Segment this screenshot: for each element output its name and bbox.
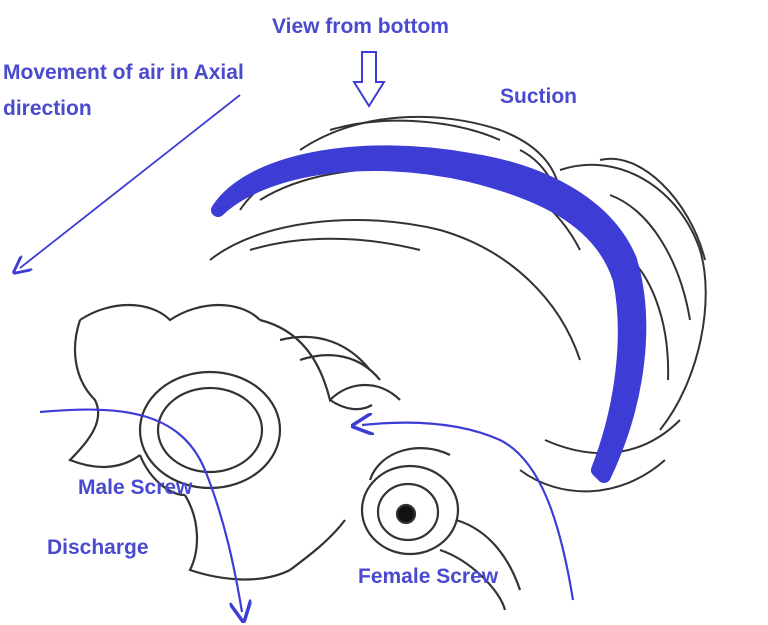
suction-lobe-highlight — [211, 145, 647, 483]
discharge-flow-arrow — [39, 408, 242, 612]
suction-label: Suction — [500, 85, 577, 108]
axial-movement-label: Movement of air in Axial direction — [3, 61, 244, 120]
discharge-label: Discharge — [47, 536, 149, 559]
female-shaft — [360, 447, 522, 611]
male-rotor — [68, 304, 401, 581]
axial-direction-arrow — [20, 94, 241, 268]
female-screw-flow-arrow — [362, 423, 575, 601]
female-screw-label: Female Screw — [358, 565, 499, 588]
view-from-bottom-label: View from bottom — [272, 15, 449, 38]
male-screw-label: Male Screw — [78, 476, 193, 499]
view-from-bottom-arrow — [352, 51, 386, 108]
